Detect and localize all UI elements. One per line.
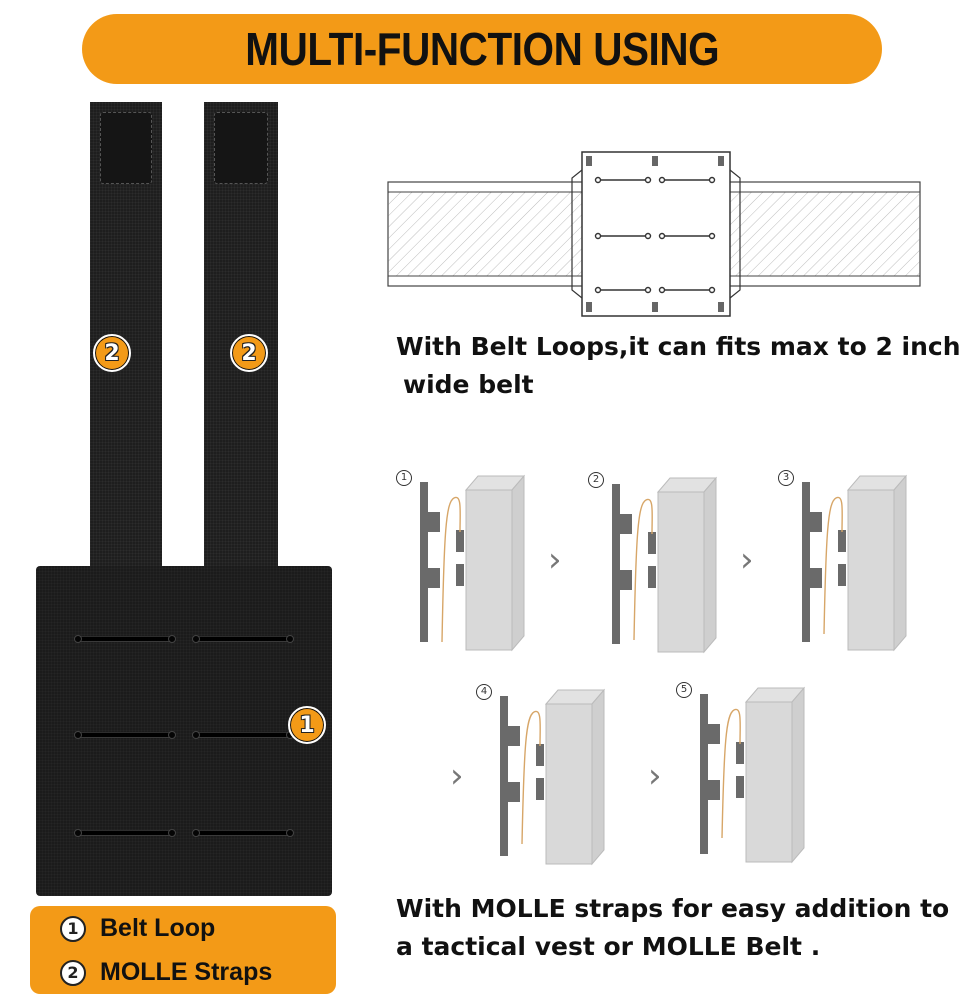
belt-caption: With Belt Loops,it can fits max to 2 inc… <box>396 328 961 404</box>
legend-label: MOLLE Straps <box>100 958 273 986</box>
next-step-arrow-icon: › <box>648 756 662 796</box>
legend-item-molle-straps: 2 MOLLE Straps <box>60 958 272 987</box>
legend-number: 1 <box>60 915 86 942</box>
belt-loop-badge: 1 <box>288 706 326 744</box>
title-banner: MULTI-FUNCTION USING <box>82 14 882 84</box>
legend-label: Belt Loop <box>100 914 216 942</box>
step-number: 5 <box>676 682 692 698</box>
molle-strap-left <box>90 102 162 572</box>
molle-step-diagram <box>420 474 526 652</box>
molle-step-diagram <box>612 476 718 654</box>
belt-caption-line1: With Belt Loops,it can fits max to 2 inc… <box>396 332 961 361</box>
molle-step-diagram <box>700 686 806 864</box>
molle-strap-badge: 2 <box>230 334 268 372</box>
hook-velcro-patch <box>100 112 152 184</box>
step-number: 1 <box>396 470 412 486</box>
molle-strap-badge: 2 <box>93 334 131 372</box>
banner-title: MULTI-FUNCTION USING <box>245 23 719 75</box>
belt-loop-panel <box>36 566 332 896</box>
belt-loop-diagram <box>387 151 921 317</box>
step-number: 2 <box>588 472 604 488</box>
molle-caption-line1: With MOLLE straps for easy addition to <box>396 894 950 923</box>
molle-slot <box>74 731 176 739</box>
hook-velcro-patch <box>214 112 268 184</box>
molle-slot <box>74 635 176 643</box>
belt-caption-line2: wide belt <box>403 370 534 399</box>
legend-number: 2 <box>60 959 86 986</box>
next-step-arrow-icon: › <box>740 540 754 580</box>
next-step-arrow-icon: › <box>450 756 464 796</box>
next-step-arrow-icon: › <box>548 540 562 580</box>
molle-caption-line2: a tactical vest or MOLLE Belt . <box>396 932 821 961</box>
molle-slot <box>192 829 294 837</box>
step-number: 4 <box>476 684 492 700</box>
molle-step-diagram <box>802 474 908 652</box>
legend-box: 1 Belt Loop 2 MOLLE Straps <box>30 906 336 994</box>
molle-slot <box>74 829 176 837</box>
molle-slot <box>192 731 294 739</box>
molle-slot <box>192 635 294 643</box>
step-number: 3 <box>778 470 794 486</box>
molle-step-diagram <box>500 688 606 866</box>
legend-item-belt-loop: 1 Belt Loop <box>60 914 215 943</box>
molle-caption: With MOLLE straps for easy addition to a… <box>396 890 949 966</box>
